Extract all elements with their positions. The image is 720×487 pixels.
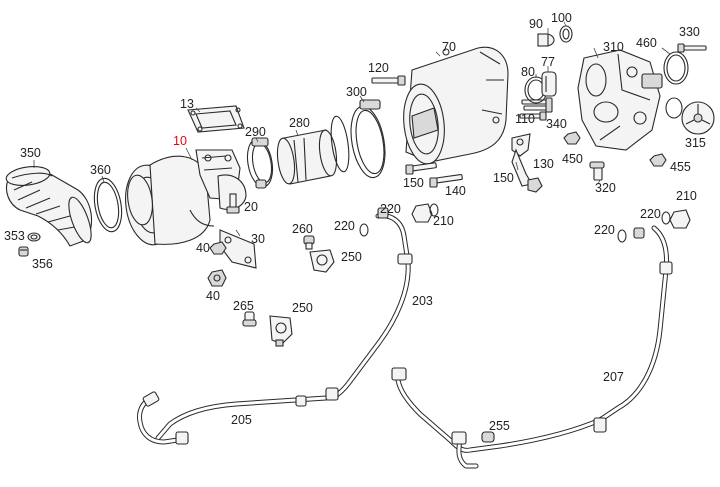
turbocharger-part[interactable] — [121, 149, 247, 248]
nut-450-part[interactable] — [563, 131, 581, 145]
oil-line-203-part[interactable] — [155, 213, 413, 441]
banjo-bolt-210-right-part[interactable] — [661, 209, 691, 229]
callout-260[interactable]: 260 — [292, 222, 313, 236]
bolt-150-left-part[interactable] — [405, 162, 437, 175]
callout-100[interactable]: 100 — [551, 11, 572, 25]
bolt-140-part[interactable] — [429, 173, 463, 188]
callout-356[interactable]: 356 — [32, 257, 53, 271]
callout-290[interactable]: 290 — [245, 125, 266, 139]
nut-40-lower-part[interactable] — [207, 269, 227, 287]
callout-120[interactable]: 120 — [368, 61, 389, 75]
callout-207[interactable]: 207 — [603, 370, 624, 384]
callout-450[interactable]: 450 — [562, 152, 583, 166]
callout-205[interactable]: 205 — [231, 413, 252, 427]
callout-140[interactable]: 140 — [445, 184, 466, 198]
callout-353[interactable]: 353 — [4, 229, 25, 243]
callout-280[interactable]: 280 — [289, 116, 310, 130]
oil-line-207-part[interactable] — [391, 225, 673, 469]
washer-220-left-part[interactable] — [359, 223, 369, 237]
callout-40-lower[interactable]: 40 — [206, 289, 220, 303]
bolt-330-part[interactable] — [677, 43, 707, 53]
v-band-clamp-290-part[interactable] — [244, 137, 276, 189]
callout-315[interactable]: 315 — [685, 136, 706, 150]
callout-90[interactable]: 90 — [529, 17, 543, 31]
leader-lines — [33, 21, 671, 237]
callout-330[interactable]: 330 — [679, 25, 700, 39]
callout-250-upper[interactable]: 250 — [341, 250, 362, 264]
callout-310[interactable]: 310 — [603, 40, 624, 54]
bolt-110-part[interactable] — [519, 111, 547, 121]
seal-ring-360-part[interactable] — [91, 176, 126, 234]
nut-455-part[interactable] — [649, 153, 667, 167]
callout-203[interactable]: 203 — [412, 294, 433, 308]
bolt-120-part[interactable] — [371, 75, 406, 86]
callout-350[interactable]: 350 — [20, 146, 41, 160]
callout-150-left[interactable]: 150 — [403, 176, 424, 190]
callout-220-b[interactable]: 220 — [380, 202, 401, 216]
callout-320[interactable]: 320 — [595, 181, 616, 195]
pipe-280-part[interactable] — [275, 129, 339, 185]
callout-150-right[interactable]: 150 — [493, 171, 514, 185]
callout-labels: 350 360 10 13 290 280 300 120 70 90 100 … — [4, 11, 706, 433]
callout-220-a[interactable]: 220 — [334, 219, 355, 233]
callout-340[interactable]: 340 — [546, 117, 567, 131]
o-ring-460-part[interactable] — [663, 51, 689, 85]
seal-77-part[interactable] — [541, 71, 557, 97]
callout-13[interactable]: 13 — [180, 97, 194, 111]
callout-40-upper[interactable]: 40 — [196, 241, 210, 255]
callout-250-lower[interactable]: 250 — [292, 301, 313, 315]
banjo-bolt-210-left-part[interactable] — [411, 203, 439, 223]
callout-80[interactable]: 80 — [521, 65, 535, 79]
fitting-220-upper-part[interactable] — [377, 207, 389, 219]
callout-220-d[interactable]: 220 — [594, 223, 615, 237]
callout-455[interactable]: 455 — [670, 160, 691, 174]
callout-460[interactable]: 460 — [636, 36, 657, 50]
callout-210-right[interactable]: 210 — [676, 189, 697, 203]
callout-77[interactable]: 77 — [541, 55, 555, 69]
callout-10[interactable]: 10 — [173, 134, 187, 148]
flange-ring-part[interactable] — [328, 115, 352, 173]
nut-40-upper-part[interactable] — [209, 241, 227, 255]
callout-110[interactable]: 110 — [515, 112, 535, 126]
plug-255-part[interactable] — [481, 431, 495, 443]
exhaust-housing-70-part[interactable] — [400, 46, 509, 166]
bushing-90-part[interactable] — [537, 33, 555, 47]
bolt-20-part[interactable] — [226, 193, 240, 214]
callout-70[interactable]: 70 — [442, 40, 456, 54]
clamp-300-part[interactable] — [346, 99, 390, 180]
plug-356-part[interactable] — [18, 246, 29, 257]
callout-130[interactable]: 130 — [533, 157, 554, 171]
banjo-fitting-250-upper-part[interactable] — [309, 249, 335, 273]
valve-housing-310-part[interactable] — [577, 49, 663, 151]
callout-20[interactable]: 20 — [244, 200, 258, 214]
banjo-fitting-250-lower-part[interactable] — [269, 315, 293, 347]
intake-elbow-hose-part[interactable] — [5, 164, 96, 247]
screw-260-part[interactable] — [303, 235, 315, 250]
bolts-340-part[interactable] — [521, 97, 553, 113]
ring-100-part[interactable] — [559, 25, 573, 43]
oil-line-205-part[interactable] — [137, 391, 307, 445]
actuator-lever-130-part[interactable] — [511, 133, 533, 187]
callout-30[interactable]: 30 — [251, 232, 265, 246]
callout-300[interactable]: 300 — [346, 85, 367, 99]
washer-220-right-part[interactable] — [617, 229, 627, 243]
callout-255[interactable]: 255 — [489, 419, 510, 433]
rotor-315-part[interactable] — [665, 97, 715, 135]
callout-360[interactable]: 360 — [90, 163, 111, 177]
bolt-320-part[interactable] — [589, 161, 605, 181]
gasket-13-part[interactable] — [187, 105, 245, 133]
clip-353-part[interactable] — [27, 232, 41, 242]
callout-210-left[interactable]: 210 — [433, 214, 454, 228]
bolt-265-part[interactable] — [242, 311, 257, 327]
callout-265[interactable]: 265 — [233, 299, 254, 313]
nut-150-right-part[interactable] — [527, 177, 543, 193]
fitting-220-right-part[interactable] — [633, 227, 645, 239]
callout-220-c[interactable]: 220 — [640, 207, 661, 221]
